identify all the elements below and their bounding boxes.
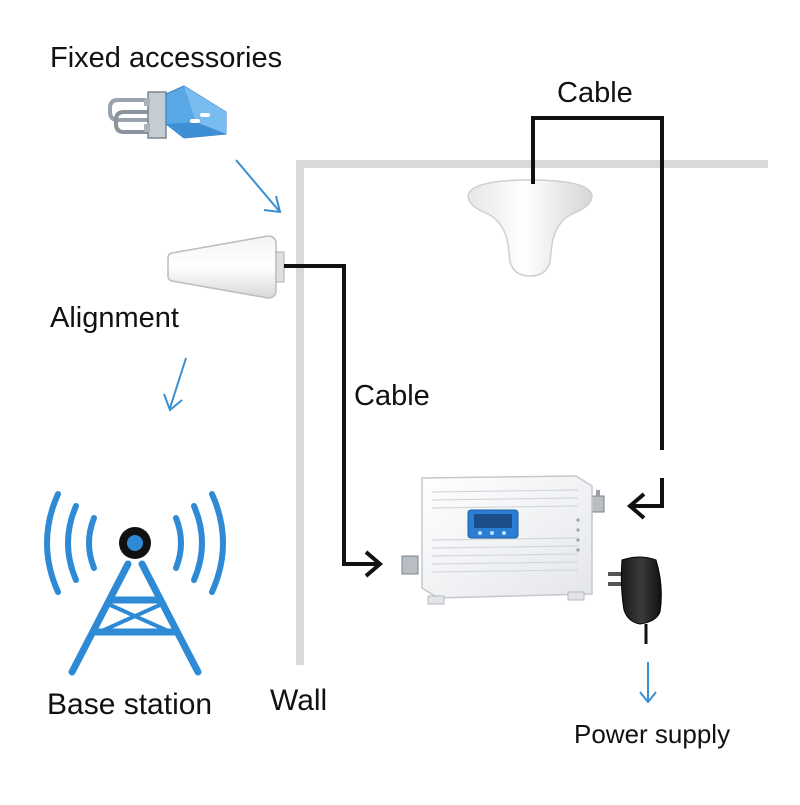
- wall: [296, 160, 768, 665]
- tower-beacon: [119, 527, 151, 559]
- base-station-label: Base station: [47, 688, 213, 721]
- cable-middle-label: Cable: [354, 380, 430, 412]
- power-supply-label: Power supply: [574, 719, 731, 749]
- arrow-alignment-to-tower: [163, 357, 187, 412]
- fixed-accessories-label: Fixed accessories: [50, 42, 283, 74]
- cable-outdoor-to-repeater: [284, 264, 384, 578]
- cable-top-label: Cable: [557, 77, 633, 109]
- wall-label: Wall: [270, 684, 328, 717]
- ceiling-dome-antenna-icon: [467, 179, 593, 277]
- mounting-bracket-icon: [108, 85, 227, 139]
- signal-booster-icon: [401, 475, 605, 605]
- arrow-bracket-to-antenna: [235, 159, 282, 214]
- arrow-power-supply: [639, 662, 657, 704]
- cell-tower-icon: [44, 491, 226, 676]
- power-adapter-icon: [608, 556, 662, 644]
- log-periodic-antenna-icon: [167, 235, 285, 299]
- cable-indoor-to-repeater: [531, 116, 664, 520]
- alignment-label: Alignment: [50, 302, 179, 334]
